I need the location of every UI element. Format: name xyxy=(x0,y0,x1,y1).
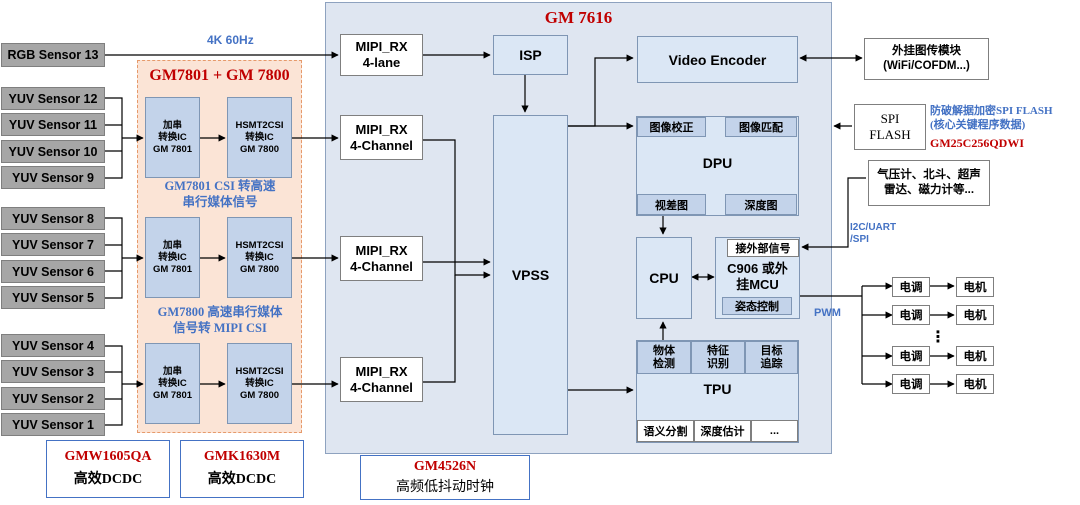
yuv-sensor-10: YUV Sensor 10 xyxy=(1,140,105,163)
yuv-sensor-8: YUV Sensor 8 xyxy=(1,207,105,230)
esc-2: 电调 xyxy=(892,305,930,325)
yuv-sensor-9: YUV Sensor 9 xyxy=(1,166,105,189)
serializer-chip-1: 加串 转换IC GM 7801 xyxy=(145,97,200,178)
motor-2: 电机 xyxy=(956,305,994,325)
motor-4: 电机 xyxy=(956,374,994,394)
spi-flash-part: GM25C256QDWI xyxy=(930,136,1024,150)
dpu-disparity-map: 视差图 xyxy=(637,194,706,215)
mipi-rx-4lane: MIPI_RX 4-lane xyxy=(340,34,423,76)
spi-flash: SPI FLASH xyxy=(854,104,926,150)
mcu-attitude-control: 姿态控制 xyxy=(722,297,792,315)
deserializer-chip-3: HSMT2CSI 转换IC GM 7800 xyxy=(227,343,292,424)
power-dcdc-2-desc: 高效DCDC xyxy=(207,472,277,487)
cpu-block: CPU xyxy=(636,237,692,319)
dpu-image-matching: 图像匹配 xyxy=(725,117,797,137)
yuv-sensor-5: YUV Sensor 5 xyxy=(1,286,105,309)
tpu-depth-estimation: 深度估计 xyxy=(694,420,751,442)
clock-chip: GM4526N 高频低抖动时钟 xyxy=(360,455,530,500)
link-label-4k60: 4K 60Hz xyxy=(207,33,254,47)
mcu-title: C906 或外 挂MCU xyxy=(727,261,788,292)
power-dcdc-1: GMW1605QA 高效DCDC xyxy=(46,440,170,498)
yuv-sensor-11: YUV Sensor 11 xyxy=(1,113,105,136)
mipi-rx-4channel-3: MIPI_RX 4-Channel xyxy=(340,357,423,402)
bridge-title: GM7801 + GM 7800 xyxy=(149,67,290,84)
esc-1: 电调 xyxy=(892,277,930,297)
tpu-object-detection: 物体 检测 xyxy=(637,341,691,374)
serializer-chip-3: 加串 转换IC GM 7801 xyxy=(145,343,200,424)
dpu-image-calibration: 图像校正 xyxy=(637,117,706,137)
esc-3: 电调 xyxy=(892,346,930,366)
deserializer-chip-2: HSMT2CSI 转换IC GM 7800 xyxy=(227,217,292,298)
pwm-label: PWM xyxy=(814,307,841,319)
bridge-note-serializer: GM7801 CSI 转高速 串行媒体信号 xyxy=(164,179,276,209)
mcu-external-signal: 接外部信号 xyxy=(727,239,799,257)
video-encoder-block: Video Encoder xyxy=(637,36,798,83)
serializer-chip-2: 加串 转换IC GM 7801 xyxy=(145,217,200,298)
dpu-title: DPU xyxy=(702,155,733,171)
yuv-sensor-6: YUV Sensor 6 xyxy=(1,260,105,283)
motor-1: 电机 xyxy=(956,277,994,297)
power-dcdc-2-part: GMK1630M xyxy=(203,449,281,464)
tpu-semantic-segmentation: 语义分割 xyxy=(637,420,694,442)
motor-3: 电机 xyxy=(956,346,994,366)
mipi-rx-4channel-1: MIPI_RX 4-Channel xyxy=(340,115,423,160)
yuv-sensor-2: YUV Sensor 2 xyxy=(1,387,105,410)
power-dcdc-1-desc: 高效DCDC xyxy=(73,472,143,487)
tpu-title: TPU xyxy=(703,381,732,397)
bridge-note-deserializer: GM7800 高速串行媒体 信号转 MIPI CSI xyxy=(157,305,283,335)
spi-flash-note: 防破解据加密SPI FLASH (核心关键程序数据) xyxy=(930,105,1053,131)
clock-chip-desc: 高频低抖动时钟 xyxy=(396,480,494,495)
yuv-sensor-4: YUV Sensor 4 xyxy=(1,334,105,357)
dpu-depth-map: 深度图 xyxy=(725,194,797,215)
esc-ellipsis: ⋮ xyxy=(930,329,946,346)
deserializer-chip-1: HSMT2CSI 转换IC GM 7800 xyxy=(227,97,292,178)
image-transmission-module: 外挂图传模块 (WiFi/COFDM...) xyxy=(864,38,989,80)
external-sensors: 气压计、北斗、超声 雷达、磁力计等... xyxy=(868,160,990,206)
mipi-rx-4channel-2: MIPI_RX 4-Channel xyxy=(340,236,423,281)
power-dcdc-2: GMK1630M 高效DCDC xyxy=(180,440,304,498)
yuv-sensor-3: YUV Sensor 3 xyxy=(1,360,105,383)
gm7616-title: GM 7616 xyxy=(544,8,613,27)
clock-chip-part: GM4526N xyxy=(413,459,477,474)
vpss-block: VPSS xyxy=(493,115,568,435)
rgb-sensor: RGB Sensor 13 xyxy=(1,43,105,67)
yuv-sensor-1: YUV Sensor 1 xyxy=(1,413,105,436)
tpu-feature-recognition: 特征 识别 xyxy=(691,341,745,374)
yuv-sensor-7: YUV Sensor 7 xyxy=(1,233,105,256)
esc-4: 电调 xyxy=(892,374,930,394)
power-dcdc-1-part: GMW1605QA xyxy=(64,449,152,464)
tpu-more: ... xyxy=(751,420,798,442)
yuv-sensor-12: YUV Sensor 12 xyxy=(1,87,105,110)
isp-block: ISP xyxy=(493,35,568,75)
tpu-target-tracking: 目标 追踪 xyxy=(745,341,798,374)
interface-label: I2C/UART /SPI xyxy=(850,222,897,245)
